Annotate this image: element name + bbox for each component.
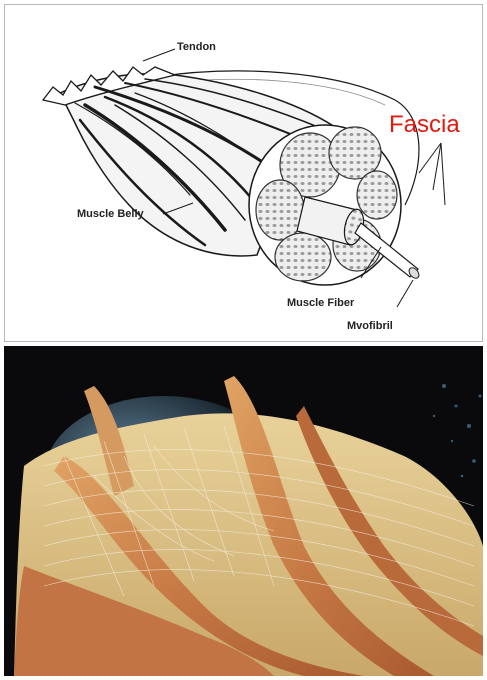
fascia-label: Fascia (389, 113, 460, 137)
fascia-photo (4, 346, 483, 676)
myofibril-label: Mvofibril (347, 321, 393, 332)
muscle-belly-label: Muscle Belly (77, 209, 144, 220)
muscle-illustration (5, 5, 484, 343)
fascia-photo-image (4, 346, 483, 676)
muscle-anatomy-diagram: Tendon Fascia Muscle Belly Muscle Fiber … (4, 4, 483, 342)
muscle-fiber-label: Muscle Fiber (287, 298, 354, 309)
tendon-label: Tendon (177, 42, 216, 53)
